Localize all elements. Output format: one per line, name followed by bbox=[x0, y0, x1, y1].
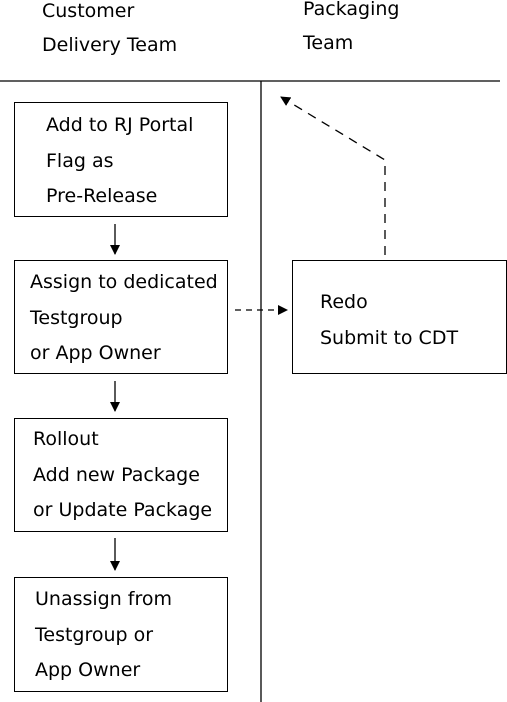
step-text: Add new Package bbox=[33, 463, 200, 486]
lane-title-line: Delivery Team bbox=[42, 34, 178, 56]
step-text: Testgroup or bbox=[35, 623, 154, 646]
step-rollout: Rollout Add new Package or Update Packag… bbox=[14, 418, 228, 532]
step-text: Redo bbox=[320, 291, 368, 313]
step-text: Flag as bbox=[46, 149, 114, 172]
step-unassign: Unassign from Testgroup or App Owner bbox=[14, 577, 228, 692]
lane-title-packaging-team: Packaging Team bbox=[303, 0, 399, 60]
step-redo: Redo Submit to CDT bbox=[292, 260, 507, 374]
dashed-arrow-redo-to-top bbox=[280, 96, 386, 255]
lane-title-line: Team bbox=[303, 32, 354, 54]
step-text: or App Owner bbox=[30, 342, 161, 364]
step-text: Unassign from bbox=[35, 588, 173, 610]
step-text: Submit to CDT bbox=[320, 326, 459, 349]
step-text: Rollout bbox=[33, 428, 99, 450]
lane-title-line: Packaging bbox=[303, 0, 400, 20]
step-text: Pre-Release bbox=[46, 185, 158, 207]
step-text: App Owner bbox=[35, 659, 141, 681]
step-assign-testgroup: Assign to dedicated Testgroup or App Own… bbox=[14, 260, 228, 374]
step-add-to-portal: Add to RJ Portal Flag as Pre-Release bbox=[14, 102, 228, 217]
step-text: Testgroup bbox=[30, 306, 123, 329]
lane-title-customer-delivery-team: Customer Delivery Team bbox=[42, 0, 177, 62]
step-text: Add to RJ Portal bbox=[46, 114, 194, 136]
step-text: or Update Package bbox=[33, 499, 213, 521]
lane-title-line: Customer bbox=[42, 0, 135, 22]
step-text: Assign to dedicated bbox=[30, 271, 218, 293]
